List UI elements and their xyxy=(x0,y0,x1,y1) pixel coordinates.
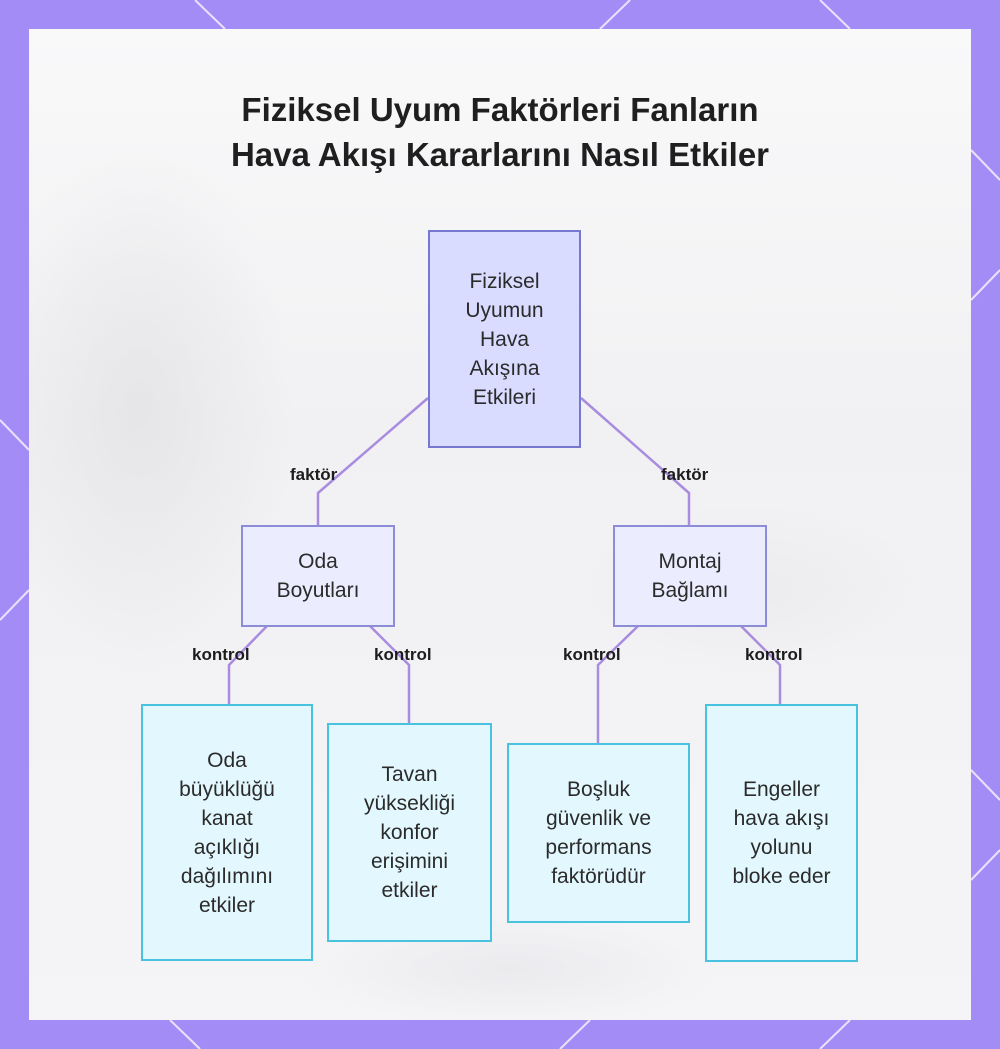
leaf-clearance: Boşluk güvenlik ve performans faktörüdür xyxy=(507,743,690,923)
leaf-ceiling-height-label: Tavan yüksekliği konfor erişimini etkile… xyxy=(363,763,456,902)
diagram-card: Fiziksel Uyum Faktörleri Fanların Hava A… xyxy=(29,29,971,1020)
edge-label-control-3: kontrol xyxy=(563,645,621,664)
edge-mount-leaf-obstacles xyxy=(740,625,782,705)
leaf-room-span-label: Oda büyüklüğü kanat açıklığı dağılımını … xyxy=(179,748,275,917)
mounting-node: Montaj Bağlamı xyxy=(613,525,767,627)
edge-label-control-4: kontrol xyxy=(745,645,803,664)
edge-room-leaf-ceiling xyxy=(369,625,411,724)
leaf-ceiling-height: Tavan yüksekliği konfor erişimini etkile… xyxy=(327,723,492,942)
room-size-node: Oda Boyutları xyxy=(241,525,395,627)
room-size-label: Oda Boyutları xyxy=(276,550,360,602)
title-line-1: Fiziksel Uyum Faktörleri Fanların xyxy=(241,91,759,128)
diagram-title: Fiziksel Uyum Faktörleri Fanların Hava A… xyxy=(29,87,971,177)
edge-lines xyxy=(227,397,782,744)
edge-label-factor-right: faktör xyxy=(661,465,709,484)
root-node: Fiziksel Uyumun Hava Akışına Etkileri xyxy=(428,230,581,448)
edge-label-control-2: kontrol xyxy=(374,645,432,664)
leaf-room-span: Oda büyüklüğü kanat açıklığı dağılımını … xyxy=(141,704,313,961)
edge-label-factor-left: faktör xyxy=(290,465,338,484)
title-line-2: Hava Akışı Kararlarını Nasıl Etkiler xyxy=(230,136,770,173)
edge-root-room xyxy=(316,397,429,526)
leaf-obstacles-label: Engeller hava akışı yolunu bloke eder xyxy=(732,778,831,888)
leaf-obstacles: Engeller hava akışı yolunu bloke eder xyxy=(705,704,858,962)
mounting-label: Montaj Bağlamı xyxy=(651,550,729,602)
edge-label-control-1: kontrol xyxy=(192,645,250,664)
root-node-label: Fiziksel Uyumun Hava Akışına Etkileri xyxy=(465,269,544,409)
edge-mount-leaf-clearance xyxy=(596,625,639,744)
edge-room-leaf-span xyxy=(227,625,268,705)
edge-root-mounting xyxy=(580,397,691,526)
leaf-clearance-label: Boşluk güvenlik ve performans faktörüdür xyxy=(545,778,652,888)
